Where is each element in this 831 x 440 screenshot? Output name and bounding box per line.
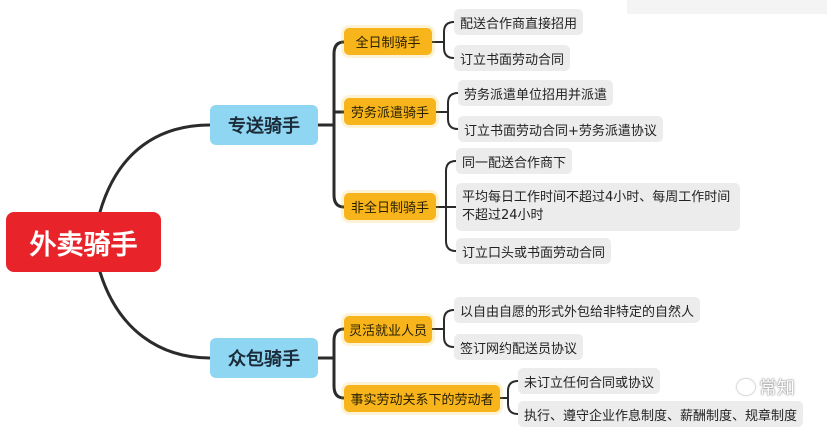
leaf-node: 未订立任何合同或协议: [518, 368, 661, 394]
watermark: 常知: [737, 374, 795, 400]
link-sub-3-leaves: [435, 160, 457, 252]
link-sub-1-leaves: [431, 21, 455, 59]
sub-node-fulltime: 全日制骑手: [344, 28, 432, 55]
chat-bubble-icon: [737, 379, 755, 395]
leaf-node: 平均每日工作时间不超过4小时、每周工作时间不超过24小时: [456, 183, 740, 231]
leaf-node: 订立书面劳动合同: [454, 45, 571, 71]
watermark-text: 常知: [759, 378, 795, 399]
leaf-node: 签订网约配送员协议: [454, 334, 584, 360]
leaf-node: 以自由自愿的形式外包给非特定的自然人: [454, 297, 701, 323]
root-node: 外卖骑手: [6, 212, 161, 272]
link-root-branch-1: [98, 123, 212, 214]
branch-node-crowdsourced-rider: 众包骑手: [210, 338, 318, 378]
leaf-node: 劳务派遣单位招用并派遣: [458, 80, 614, 106]
leaf-node: 同一配送合作商下: [456, 148, 573, 174]
leaf-node: 订立口头或书面劳动合同: [456, 238, 612, 264]
link-sub-2-leaves: [435, 92, 459, 130]
link-sub-4-leaves: [431, 309, 455, 348]
leaf-node: 配送合作商直接招用: [454, 9, 584, 35]
link-sub-5-leaves: [499, 380, 519, 415]
top-right-decoration: [627, 0, 827, 14]
leaf-node: 执行、遵守企业作息制度、薪酬制度、规章制度: [518, 401, 804, 427]
leaf-node: 订立书面劳动合同+劳务派遣协议: [458, 116, 663, 142]
link-root-branch-2: [98, 270, 212, 360]
branch-node-dedicated-rider: 专送骑手: [210, 105, 318, 145]
link-branch-1-trunk: [316, 40, 346, 209]
sub-node-flexible: 灵活就业人员: [344, 316, 432, 343]
sub-node-parttime: 非全日制骑手: [344, 193, 436, 220]
sub-node-de-facto: 事实劳动关系下的劳动者: [344, 385, 500, 412]
link-branch-2-trunk: [316, 327, 346, 400]
sub-node-dispatch: 劳务派遣骑手: [344, 98, 436, 125]
